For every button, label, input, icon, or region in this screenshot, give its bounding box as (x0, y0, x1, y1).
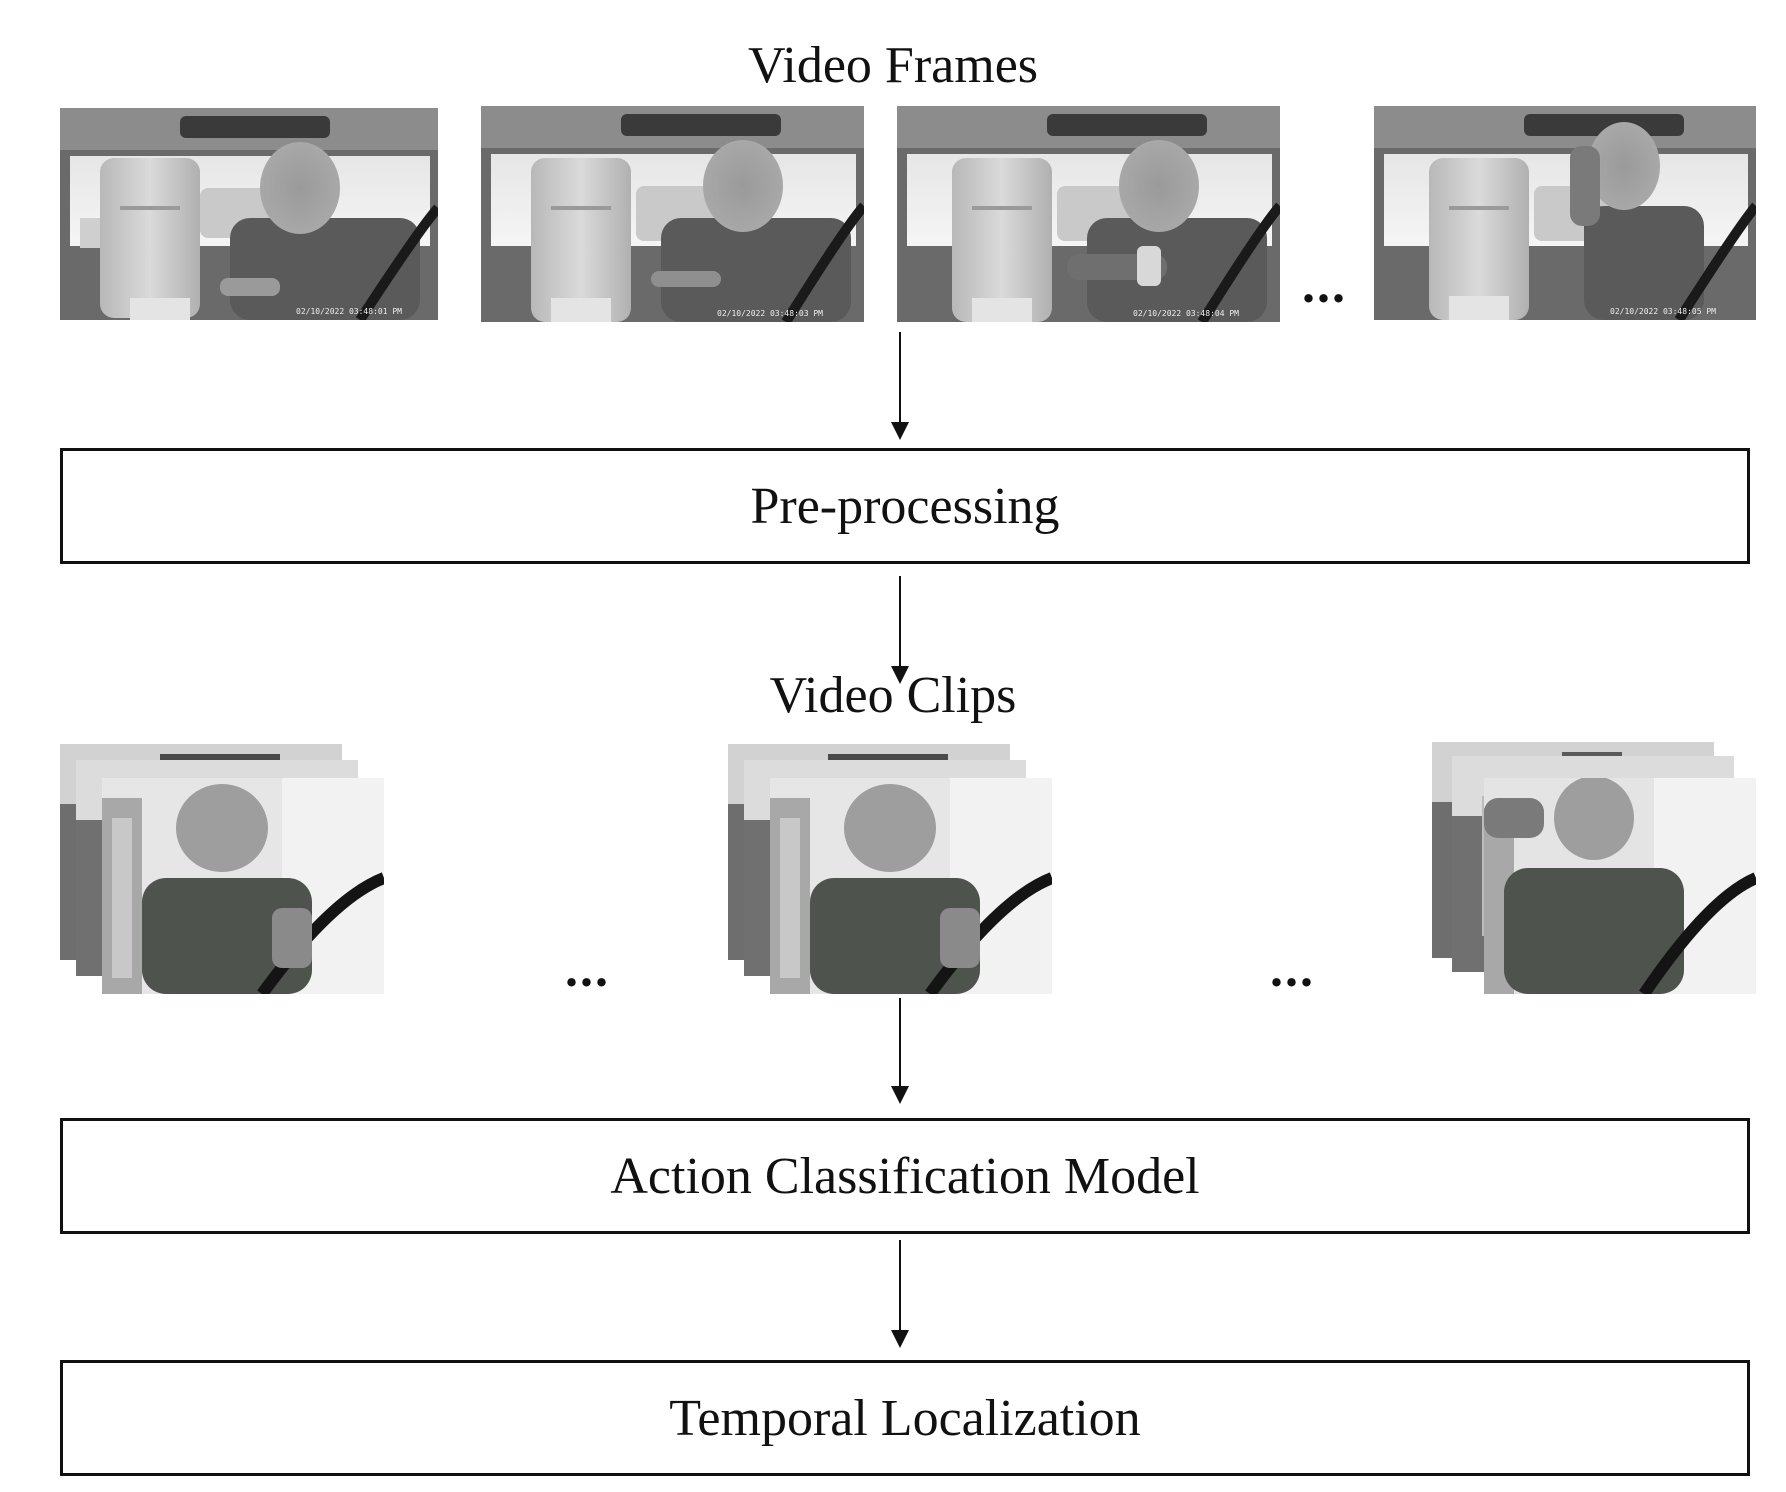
preprocessing-box: Pre-processing (60, 448, 1750, 564)
clips-ellipsis-1: ... (565, 941, 610, 998)
clip-1-frame-front (102, 778, 384, 994)
video-frames-label: Video Frames (747, 37, 1039, 94)
temporal-localization-box: Temporal Localization (60, 1360, 1750, 1476)
video-clip-stack-1 (60, 744, 384, 994)
action-classification-box: Action Classification Model (60, 1118, 1750, 1234)
clip-3-frame-front (1484, 778, 1756, 994)
video-clip-stack-3 (1432, 742, 1756, 994)
video-clip-stack-2 (728, 744, 1052, 994)
video-frame-3: 02/10/2022 03:48:04 PM (897, 106, 1280, 322)
clip-2-frame-front (770, 778, 1052, 994)
frames-ellipsis: ... (1302, 257, 1347, 314)
video-frame-1: 02/10/2022 03:48:01 PM (60, 108, 438, 320)
clips-ellipsis-2: ... (1270, 941, 1315, 998)
preprocessing-label: Pre-processing (750, 477, 1060, 535)
frame-1-timestamp: 02/10/2022 03:48:01 PM (296, 307, 402, 316)
temporal-localization-label: Temporal Localization (669, 1389, 1141, 1447)
frame-2-timestamp: 02/10/2022 03:48:03 PM (717, 309, 823, 318)
video-frame-4: 02/10/2022 03:48:05 PM (1374, 106, 1756, 320)
arrow-clips-to-classification (888, 998, 912, 1104)
action-classification-label: Action Classification Model (610, 1147, 1200, 1205)
arrow-preprocessing-to-clips (888, 576, 912, 684)
video-clips-label: Video Clips (769, 667, 1017, 724)
frame-3-timestamp: 02/10/2022 03:48:04 PM (1133, 309, 1239, 318)
frame-4-timestamp: 02/10/2022 03:48:05 PM (1610, 307, 1716, 316)
arrow-frames-to-preprocessing (888, 332, 912, 440)
arrow-classification-to-localization (888, 1240, 912, 1348)
video-frame-2: 02/10/2022 03:48:03 PM (481, 106, 864, 322)
